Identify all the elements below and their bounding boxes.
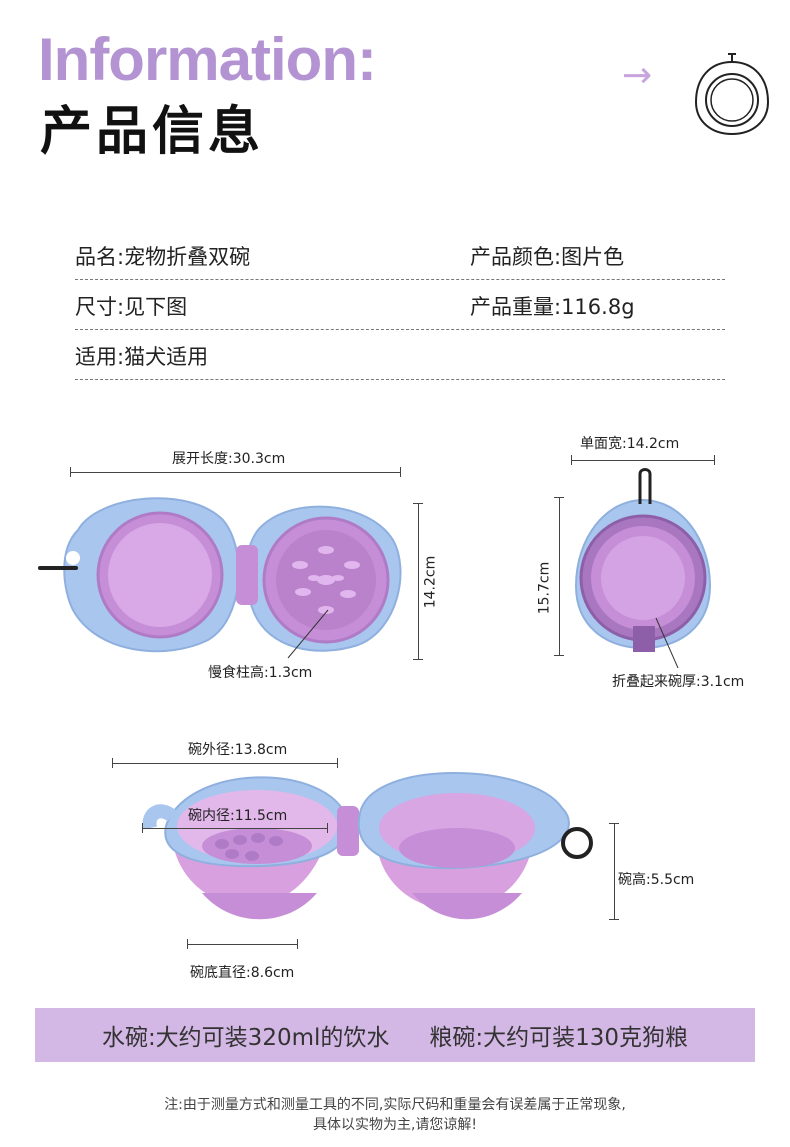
dim-tick <box>571 455 572 465</box>
label-single-height: 15.7cm <box>536 561 553 615</box>
dim-tick <box>413 659 423 660</box>
spec-size: 尺寸:见下图 <box>75 295 188 319</box>
side-view-bowls-illustration <box>142 772 593 920</box>
dim-tick <box>554 497 564 498</box>
dim-tick <box>112 758 113 768</box>
spec-usage: 适用:猫犬适用 <box>75 345 209 369</box>
label-slow-feed-height: 慢食柱高:1.3cm <box>208 665 313 681</box>
dim-tick <box>609 823 619 824</box>
dim-tick <box>327 823 328 833</box>
dim-line-inner <box>142 828 327 829</box>
capacity-banner: 水碗:大约可装320ml的饮水 粮碗:大约可装130克狗粮 <box>35 1008 755 1062</box>
dim-tick <box>554 655 564 656</box>
label-bottom-diameter: 碗底直径:8.6cm <box>190 965 295 981</box>
spec-color: 产品颜色:图片色 <box>470 245 625 269</box>
dim-tick <box>413 503 423 504</box>
dim-tick <box>400 467 401 477</box>
title-english: Information: <box>38 26 377 93</box>
dim-tick <box>337 758 338 768</box>
label-outer-diameter: 碗外径:13.8cm <box>188 742 288 758</box>
spec-row-1: 品名:宠物折叠双碗 产品颜色:图片色 <box>75 240 725 280</box>
spec-row-2: 尺寸:见下图 产品重量:116.8g <box>75 290 725 330</box>
spec-row-3: 适用:猫犬适用 <box>75 340 725 380</box>
dim-tick <box>609 919 619 920</box>
dim-tick <box>142 823 143 833</box>
spec-weight: 产品重量:116.8g <box>470 295 635 319</box>
label-single-width: 单面宽:14.2cm <box>580 436 680 452</box>
dim-line-bowl-height <box>614 823 615 919</box>
label-height-side: 14.2cm <box>422 555 439 609</box>
folded-bowl-illustration <box>574 468 712 668</box>
dim-line-bottom <box>187 944 297 945</box>
dim-line-outer <box>112 763 337 764</box>
note-line-1: 注:由于测量方式和测量工具的不同,实际尺码和重量会有误差属于正常现象, <box>164 1097 626 1113</box>
label-inner-diameter: 碗内径:11.5cm <box>188 808 288 824</box>
spec-name: 品名:宠物折叠双碗 <box>75 245 251 269</box>
folded-bowl-thumbnail <box>694 53 770 136</box>
dim-line-height-side <box>418 503 419 659</box>
unfolded-bowls-illustration <box>38 497 402 659</box>
title-chinese: 产品信息 <box>40 102 265 162</box>
dim-tick <box>70 467 71 477</box>
dim-tick <box>297 939 298 949</box>
label-unfold-length: 展开长度:30.3cm <box>172 451 286 467</box>
dim-tick <box>714 455 715 465</box>
dim-tick <box>187 939 188 949</box>
dim-line-single-width <box>571 460 714 461</box>
arrow-icon: → <box>622 55 653 96</box>
label-bowl-height: 碗高:5.5cm <box>618 872 695 888</box>
label-folded-thickness: 折叠起来碗厚:3.1cm <box>612 674 745 690</box>
water-capacity: 水碗:大约可装320ml的饮水 <box>101 1025 390 1051</box>
dim-line-unfold <box>70 472 400 473</box>
food-capacity: 粮碗:大约可装130克狗粮 <box>429 1025 689 1051</box>
dim-line-single-height <box>559 497 560 655</box>
note-line-2: 具体以实物为主,请您谅解! <box>312 1117 478 1133</box>
